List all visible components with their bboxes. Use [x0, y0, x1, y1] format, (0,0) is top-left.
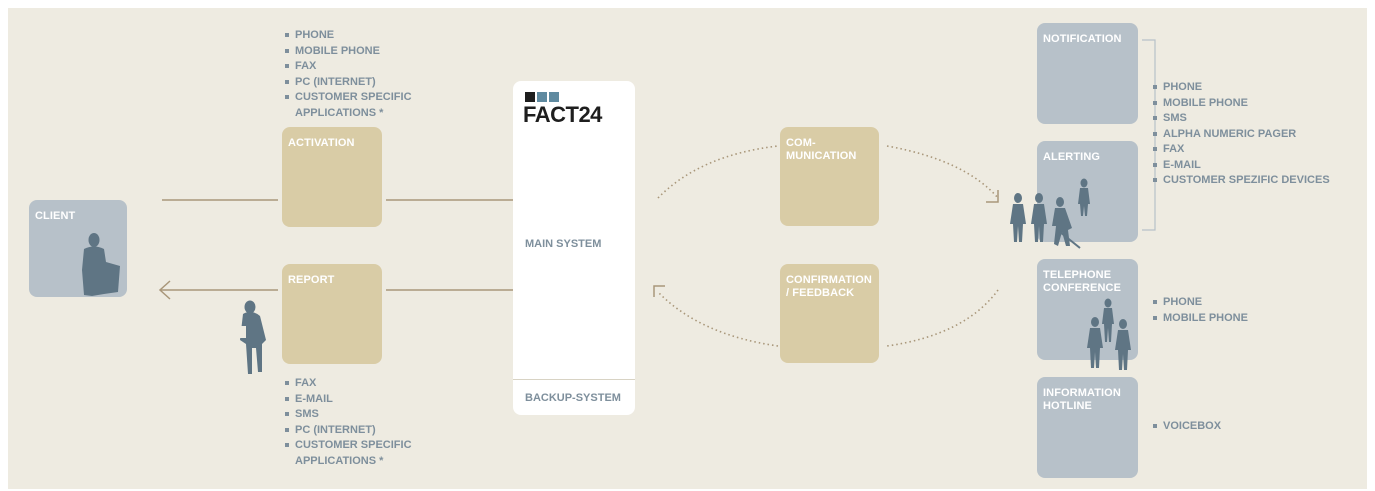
activation-label: ACTIVATION [288, 137, 355, 149]
report-box: REPORT [282, 264, 382, 364]
list-item: CUSTOMER SPECIFIC APPLICATIONS * [285, 438, 412, 469]
information-hotline-box: INFORMATION HOTLINE [1037, 377, 1138, 478]
report-label: REPORT [288, 274, 335, 286]
list-item: PHONE [1153, 80, 1330, 96]
list-item: PC (INTERNET) [285, 423, 412, 439]
list-item: VOICEBOX [1153, 419, 1221, 435]
alerting-label: ALERTING [1043, 151, 1101, 163]
backup-divider [513, 379, 635, 380]
list-item: E-MAIL [1153, 158, 1330, 174]
main-system-label: MAIN SYSTEM [525, 238, 602, 250]
logo-square-icon [525, 92, 535, 102]
confirmation-box: CONFIRMATION / FEEDBACK [780, 264, 879, 363]
person-silhouette-icon [82, 233, 120, 296]
list-item: FAX [1153, 142, 1330, 158]
list-item: MOBILE PHONE [1153, 311, 1248, 327]
list-item: CUSTOMER SPECIFIC APPLICATIONS * [285, 90, 412, 121]
activation-box: ACTIVATION [282, 127, 382, 227]
main-system-box [513, 81, 635, 415]
list-item: MOBILE PHONE [1153, 96, 1330, 112]
list-item: PHONE [285, 28, 412, 44]
communication-box: COM- MUNICATION [780, 127, 879, 226]
information-hotline-label: INFORMATION HOTLINE [1043, 387, 1121, 412]
logo-square-icon [537, 92, 547, 102]
list-item: SMS [1153, 111, 1330, 127]
list-item: PC (INTERNET) [285, 75, 412, 91]
list-item: FAX [285, 59, 412, 75]
list-item: E-MAIL [285, 392, 412, 408]
client-label: CLIENT [35, 210, 76, 222]
communication-label: COM- MUNICATION [786, 137, 857, 162]
hotline-channel-list: VOICEBOX [1153, 419, 1221, 435]
confirmation-label: CONFIRMATION / FEEDBACK [786, 274, 872, 299]
list-item: CUSTOMER SPEZIFIC DEVICES [1153, 173, 1330, 189]
list-item: MOBILE PHONE [285, 44, 412, 60]
notification-label: NOTIFICATION [1043, 33, 1122, 45]
conference-channel-list: PHONE MOBILE PHONE [1153, 295, 1248, 326]
activation-channel-list: PHONE MOBILE PHONE FAX PC (INTERNET) CUS… [285, 28, 412, 121]
person-reading-icon [236, 300, 266, 374]
list-item: PHONE [1153, 295, 1248, 311]
notification-box: NOTIFICATION [1037, 23, 1138, 124]
list-item: ALPHA NUMERIC PAGER [1153, 127, 1330, 143]
alerting-channel-list: PHONE MOBILE PHONE SMS ALPHA NUMERIC PAG… [1153, 80, 1330, 189]
logo-square-icon [549, 92, 559, 102]
client-arrow [158, 280, 171, 300]
fact24-logo: FACT24 [523, 102, 602, 127]
list-item: FAX [285, 376, 412, 392]
list-item: SMS [285, 407, 412, 423]
people-group-icon [1087, 298, 1131, 370]
people-group-icon [1010, 178, 1090, 249]
confirmation-arrow [653, 285, 665, 297]
report-channel-list: FAX E-MAIL SMS PC (INTERNET) CUSTOMER SP… [285, 376, 412, 469]
telephone-conference-label: TELEPHONE CONFERENCE [1043, 269, 1122, 294]
dotted-arc-to-recipients [886, 145, 999, 199]
recipients-arrow [986, 190, 999, 203]
backup-system-label: BACKUP-SYSTEM [525, 392, 621, 404]
diagram-background [8, 8, 1367, 489]
